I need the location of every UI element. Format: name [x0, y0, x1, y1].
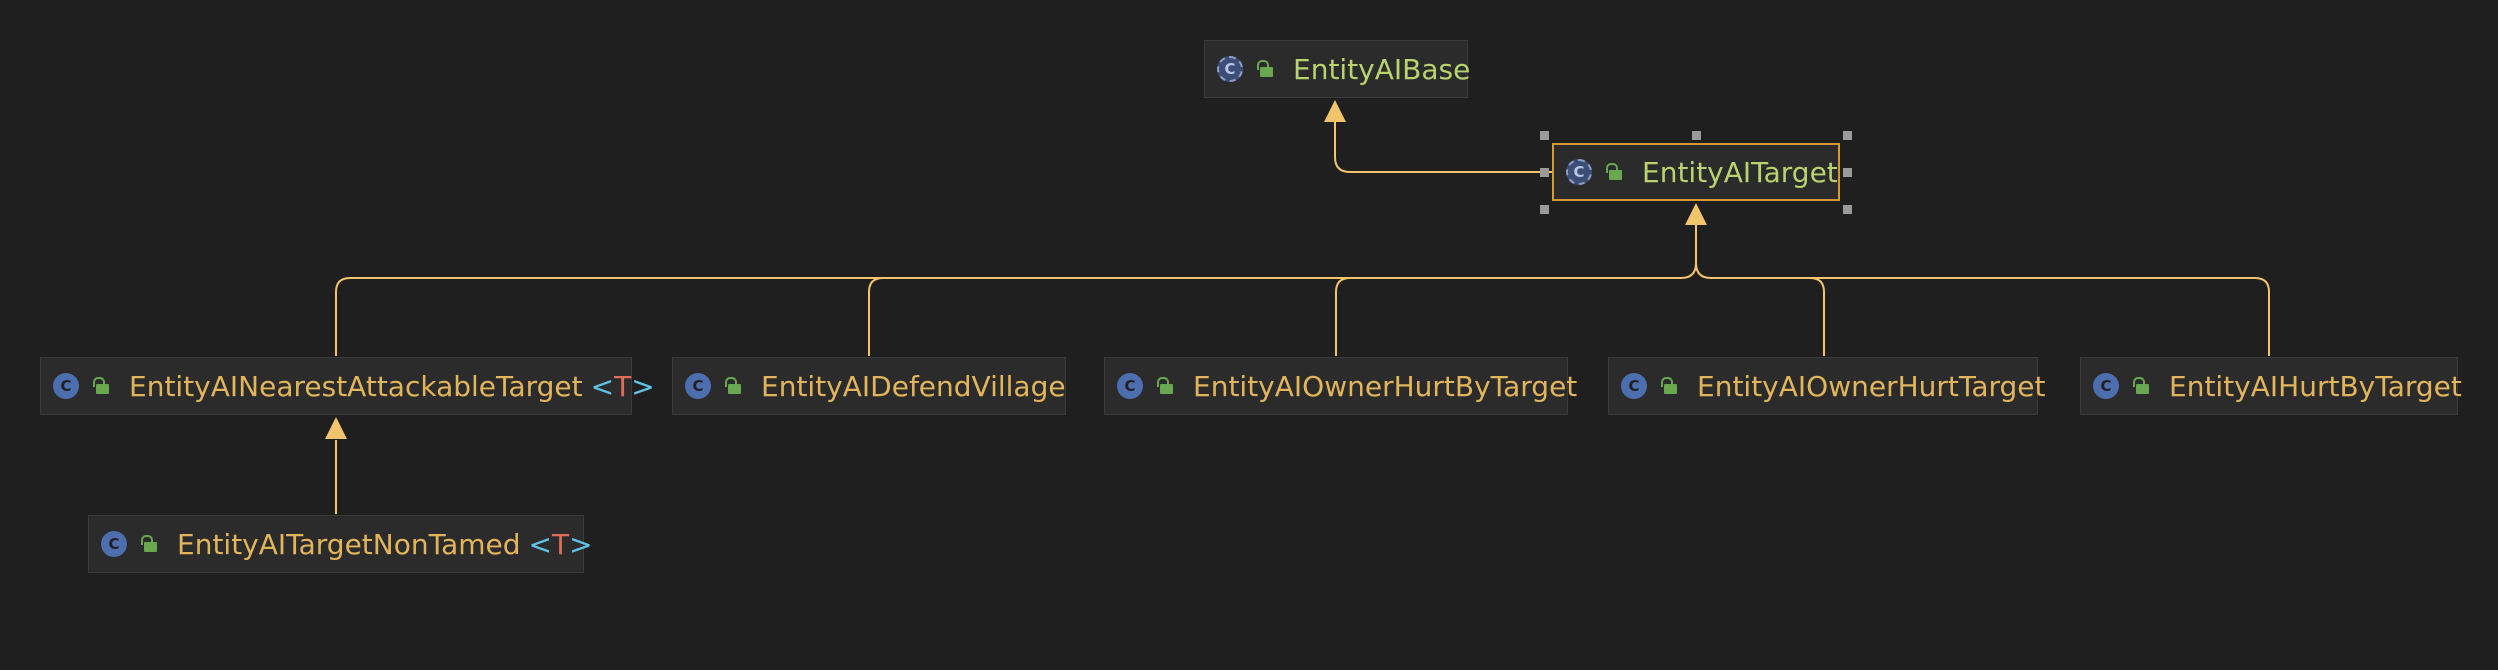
abstract-class-c-icon: C: [1217, 56, 1243, 82]
class-node-entityainearestattackabletarget[interactable]: C EntityAINearestAttackableTarget <T>: [40, 357, 655, 415]
class-node-entityaitargetnontamed[interactable]: C EntityAITargetNonTamed <T>: [88, 515, 593, 573]
type-parameters: <T>: [591, 370, 655, 403]
public-lock-icon: [725, 377, 741, 395]
edge-target-to-base: [1334, 120, 1552, 173]
type-parameters: <T>: [529, 528, 593, 561]
type-parameter: T: [614, 369, 632, 403]
resize-handle-top[interactable]: [1692, 131, 1701, 140]
type-bracket-close: >: [631, 369, 655, 403]
class-name: EntityAIOwnerHurtTarget: [1697, 369, 2046, 403]
edge-owner-hurt-by: [1335, 277, 1681, 356]
class-node-entityaiownerhurttarget[interactable]: C EntityAIOwnerHurtTarget: [1608, 357, 2046, 415]
resize-handle-left[interactable]: [1540, 168, 1549, 177]
class-node-entityaihurtbytarget[interactable]: C EntityAIHurtByTarget: [2080, 357, 2462, 415]
type-bracket-close: >: [569, 527, 593, 561]
public-lock-icon: [1606, 163, 1622, 181]
class-node-entityaidefendvillage[interactable]: C EntityAIDefendVillage: [672, 357, 1066, 415]
class-name: EntityAIBase: [1293, 52, 1471, 86]
resize-handle-bottom-right[interactable]: [1843, 205, 1852, 214]
resize-handle-top-right[interactable]: [1843, 131, 1852, 140]
arrowhead-nearest: [325, 417, 347, 439]
public-lock-icon: [1157, 377, 1173, 395]
edge-right-trunk: [1695, 262, 2270, 356]
public-lock-icon: [2133, 377, 2149, 395]
class-c-icon: C: [53, 373, 79, 399]
class-name: EntityAIHurtByTarget: [2169, 369, 2462, 403]
class-c-icon: C: [1621, 373, 1647, 399]
class-name: EntityAITarget: [1642, 155, 1838, 189]
public-lock-icon: [1661, 377, 1677, 395]
class-node-entityaiownerhurtbytarget[interactable]: C EntityAIOwnerHurtByTarget: [1104, 357, 1577, 415]
class-name: EntityAITargetNonTamed: [177, 527, 521, 561]
type-parameter: T: [551, 527, 570, 561]
class-c-icon: C: [2093, 373, 2119, 399]
public-lock-icon: [141, 535, 157, 553]
edge-trunk: [335, 225, 1697, 356]
arrowhead-base: [1324, 100, 1346, 122]
class-c-icon: C: [101, 531, 127, 557]
abstract-class-c-icon: C: [1566, 159, 1592, 185]
type-bracket-open: <: [590, 369, 615, 403]
edge-owner-hurt: [1711, 277, 1825, 356]
class-c-icon: C: [685, 373, 711, 399]
class-node-entityaibase[interactable]: C EntityAIBase: [1204, 40, 1471, 98]
resize-handle-right[interactable]: [1843, 168, 1852, 177]
class-name: EntityAINearestAttackableTarget: [129, 369, 583, 403]
type-bracket-open: <: [528, 527, 552, 561]
arrowhead-target: [1685, 203, 1707, 225]
class-c-icon: C: [1117, 373, 1143, 399]
resize-handle-bottom-left[interactable]: [1540, 205, 1549, 214]
edge-defend: [868, 277, 1681, 356]
public-lock-icon: [1257, 60, 1273, 78]
resize-handle-top-left[interactable]: [1540, 131, 1549, 140]
class-name: EntityAIDefendVillage: [761, 369, 1066, 403]
public-lock-icon: [93, 377, 109, 395]
class-name: EntityAIOwnerHurtByTarget: [1193, 369, 1578, 403]
class-node-entityaitarget[interactable]: C EntityAITarget: [1552, 143, 1840, 201]
